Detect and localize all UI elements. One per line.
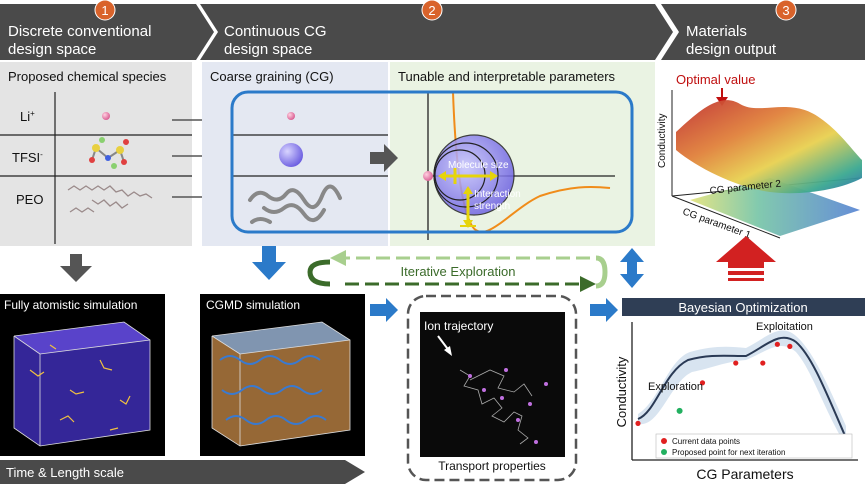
iterative-exploration-label: Iterative Exploration (401, 264, 516, 279)
species-peo-label: PEO (16, 192, 43, 207)
bo-current-point (635, 420, 641, 426)
step-3-number: 3 (782, 3, 789, 18)
species-li-label: Li+ (20, 109, 35, 124)
surface-floor (690, 178, 860, 236)
molecule-size-label: Molecule size (448, 160, 509, 171)
cg-parameter-frame (230, 90, 634, 234)
interaction-label-line2: strength (474, 201, 510, 212)
step-2-badge (421, 0, 443, 21)
bo-x-label: CG Parameters (696, 466, 793, 482)
bo-current-point (774, 341, 780, 347)
time-length-scale-label: Time & Length scale (6, 465, 124, 480)
step-1-title-line1: Discrete conventional (8, 23, 151, 40)
panel-1-heading: Proposed chemical species (8, 69, 167, 84)
transport-to-bayes-arrow (590, 298, 618, 322)
bo-legend-marker-current (661, 438, 667, 444)
step-1: 1 Discrete conventional design space (8, 0, 151, 58)
step-1-badge (94, 0, 116, 21)
surface-mesh (676, 100, 862, 194)
ion-trajectory-path (459, 369, 533, 445)
bo-legend-current: Current data points (672, 437, 740, 446)
bo-current-point (760, 360, 766, 366)
cg-li-bead (287, 112, 295, 120)
peo-chain (67, 185, 153, 213)
step-1-title-line2: design space (8, 41, 96, 58)
atomistic-down-arrow (60, 254, 92, 282)
atomistic-box (13, 321, 151, 447)
cg-to-parameter-arrow (370, 144, 398, 172)
panel-chemical-species: Proposed chemical species Li+ TFSI- PEO (0, 62, 192, 246)
bo-current-point (699, 380, 706, 386)
bo-current-point (733, 360, 739, 366)
cgmd-simulation-panel: CGMD simulation (200, 294, 365, 456)
probe-bead (423, 171, 433, 181)
atomistic-simulation-panel: Fully atomistic simulation (0, 294, 165, 456)
species-tfsi-label: TFSI- (12, 150, 43, 165)
bo-legend: Current data points Proposed point for n… (655, 433, 853, 459)
iterative-exploration-loop: Iterative Exploration (307, 250, 608, 292)
cgmd-label: CGMD simulation (206, 298, 300, 312)
step-2-title-line2: design space (224, 41, 312, 58)
step-3-title-line2: design output (686, 41, 777, 58)
bo-proposed-point (676, 407, 683, 414)
step-3-title-line1: Materials (686, 23, 747, 40)
bo-current-point (787, 343, 793, 349)
step-1-number: 1 (101, 3, 108, 18)
bo-annotation-exploration: Exploration (648, 381, 703, 393)
bo-legend-marker-proposed (661, 449, 667, 455)
panel-parameters: Tunable and interpretable parameters Mol… (390, 62, 655, 246)
step-3-badge (775, 0, 797, 21)
bayes-panel: Bayesian Optimization (622, 298, 865, 316)
optimal-value-label: Optimal value (676, 72, 755, 87)
atomistic-label: Fully atomistic simulation (4, 298, 137, 312)
interaction-label-line1: Interaction (474, 189, 521, 200)
size-sphere-medium (433, 142, 499, 208)
bayes-header: Bayesian Optimization (678, 300, 807, 315)
bayes-updown-arrow (620, 248, 644, 288)
tfsi-molecule (89, 137, 129, 169)
cg-peo-chain (248, 184, 342, 224)
bo-y-label: Conductivity (614, 356, 629, 427)
cg-tfsi-bead (279, 143, 303, 167)
li-atom (102, 112, 110, 120)
bo-points (635, 341, 849, 443)
bo-legend-proposed: Proposed point for next iteration (672, 448, 785, 457)
bo-annotation-exploitation: Exploitation (756, 321, 813, 333)
transport-properties-label: Transport properties (438, 459, 546, 473)
panel-2-heading: Coarse graining (CG) (210, 69, 334, 84)
cgmd-to-transport-arrow (370, 298, 398, 322)
step-3: 3 Materials design output (686, 0, 797, 58)
step-2: 2 Continuous CG design space (224, 0, 443, 58)
bo-mean-curve (637, 336, 847, 439)
transport-properties-panel: Ion trajectory Transport properties (406, 294, 578, 482)
step-2-title-line1: Continuous CG (224, 23, 327, 40)
panel-coarse-graining: Coarse graining (CG) (202, 62, 388, 246)
cg-down-arrow (252, 246, 286, 280)
time-length-scale-arrow: Time & Length scale (0, 460, 365, 484)
ion-trajectory-label: Ion trajectory (424, 319, 493, 333)
cgmd-box (211, 321, 351, 447)
step-banner (0, 4, 865, 60)
surface-z-label: Conductivity (657, 114, 668, 168)
step-2-number: 2 (428, 3, 435, 18)
bayes-chart: Conductivity CG Parameters Exploration E… (614, 321, 858, 482)
panel-3-heading: Tunable and interpretable parameters (398, 69, 616, 84)
conductivity-surface: Optimal value Conductivity CG parameter … (657, 72, 862, 241)
output-up-arrow (716, 236, 776, 281)
